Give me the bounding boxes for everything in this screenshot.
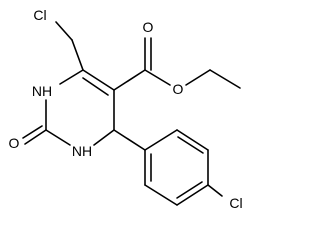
bond-ch2-c6 — [71, 39, 84, 71]
bond-c2-o-double — [22, 125, 43, 139]
bond-ar1-ar2 — [144, 129, 178, 151]
bond-cester-oether — [144, 69, 171, 86]
bond-n3-c4 — [93, 129, 115, 146]
bond-c2-o — [24, 129, 47, 145]
bond-ar-double-3 — [176, 181, 203, 199]
atom-nh-top: NH — [32, 83, 52, 99]
atom-cl-top: Cl — [33, 7, 46, 23]
bond-c4-ar1 — [113, 129, 146, 151]
atom-o-ester-double: O — [143, 19, 154, 35]
bond-c2-n3 — [45, 129, 71, 146]
atom-o-carbonyl: O — [9, 135, 20, 151]
bond-c6-n1 — [59, 69, 84, 85]
bond-ch2-ch3 — [209, 69, 241, 89]
bond-c5-c6 — [82, 69, 115, 91]
bonds — [22, 21, 241, 206]
bond-ar4-cl — [207, 184, 223, 197]
atom-nh-bottom: NH — [72, 143, 92, 159]
bond-c5-c6-double — [82, 77, 109, 96]
bond-ar5-ar6 — [144, 184, 178, 206]
atom-labels: Cl NH NH O O O Cl — [9, 7, 243, 211]
bond-ar2-ar3 — [176, 129, 209, 151]
atom-cl-bottom: Cl — [229, 195, 242, 211]
bond-oether-ch2 — [185, 69, 211, 86]
bond-ar4-ar5 — [176, 184, 209, 206]
bond-cl-ch2 — [55, 21, 73, 41]
chemical-structure-diagram: Cl NH NH O O O Cl — [9, 7, 243, 211]
bond-c5-cester — [113, 69, 146, 91]
bond-ar-double-2 — [177, 136, 204, 154]
atom-o-ester-single: O — [173, 81, 184, 97]
